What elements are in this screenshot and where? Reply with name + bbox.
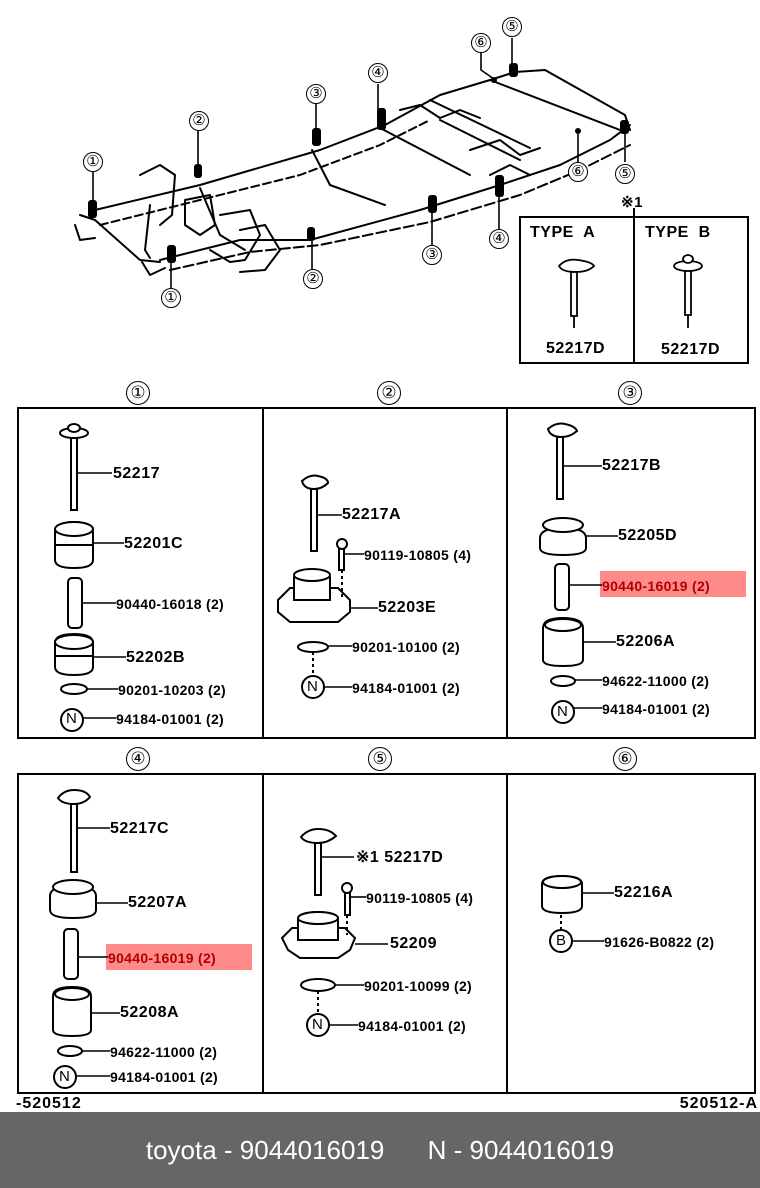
bolt-symbol: B <box>556 932 567 949</box>
part-label[interactable]: 52208A <box>120 1004 180 1021</box>
nut-symbol: N <box>66 710 78 727</box>
callout-4-bottom: ④ <box>489 229 509 249</box>
part-label[interactable]: 52209 <box>390 935 437 952</box>
part-label[interactable]: 52201C <box>124 535 184 552</box>
part-label[interactable]: 90440-16018 (2) <box>116 596 225 612</box>
panel-4-number: ④ <box>126 747 150 771</box>
callout-1-top: ① <box>83 152 103 172</box>
part-label[interactable]: 52217B <box>602 457 662 474</box>
part-label[interactable]: 52217A <box>342 506 402 523</box>
part-label-highlighted[interactable]: 90440-16019 (2) <box>108 950 217 966</box>
part-label[interactable]: 94184-01001 (2) <box>110 1069 219 1085</box>
type-b-part: 52217D <box>661 341 721 358</box>
callout-4-top: ④ <box>368 63 388 83</box>
nut-symbol: N <box>307 678 319 695</box>
part-label[interactable]: 52205D <box>618 527 678 544</box>
callout-6-top: ⑥ <box>471 33 491 53</box>
nut-symbol: N <box>557 703 569 720</box>
callout-2-top: ② <box>189 111 209 131</box>
part-label[interactable]: 90201-10099 (2) <box>364 978 473 994</box>
panel-6-number: ⑥ <box>613 747 637 771</box>
panel-row-1 <box>17 407 756 739</box>
callout-1-bottom: ① <box>161 288 181 308</box>
part-label[interactable]: 91626-B0822 (2) <box>604 934 715 950</box>
part-label[interactable]: 90119-10805 (4) <box>366 890 474 906</box>
part-label[interactable]: 52206A <box>616 633 676 650</box>
panel-2-number: ② <box>377 381 401 405</box>
part-label[interactable]: 52202B <box>126 649 186 666</box>
callout-6-bottom: ⑥ <box>568 162 588 182</box>
panel-3-number: ③ <box>618 381 642 405</box>
callout-5-bottom: ⑤ <box>615 164 635 184</box>
highlight-panel-4 <box>106 944 252 970</box>
footer-n-part: N - 9044016019 <box>427 1135 615 1165</box>
parts-drawings <box>49 422 618 1089</box>
part-label[interactable]: 90119-10805 (4) <box>364 547 472 563</box>
panel-row-2 <box>17 773 756 1094</box>
panel-1-number: ① <box>126 381 150 405</box>
type-a-part: 52217D <box>546 340 606 357</box>
callout-3-bottom: ③ <box>422 245 442 265</box>
callout-5-top: ⑤ <box>502 17 522 37</box>
part-label-highlighted[interactable]: 90440-16019 (2) <box>602 578 711 594</box>
diagram-code-left: -520512 <box>16 1095 82 1112</box>
panel-divider <box>506 407 508 739</box>
panel-divider <box>506 773 508 1094</box>
part-label[interactable]: 94622-11000 (2) <box>110 1044 218 1060</box>
part-label[interactable]: 90201-10100 (2) <box>352 639 461 655</box>
nut-symbol: N <box>59 1068 71 1085</box>
type-box-note: ※1 <box>621 194 643 211</box>
part-label[interactable]: 94184-01001 (2) <box>352 680 461 696</box>
nut-symbol: N <box>312 1016 324 1033</box>
part-label[interactable]: ※1 52217D <box>356 849 444 866</box>
part-label[interactable]: 52207A <box>128 894 188 911</box>
footer-brand-part: toyota - 9044016019 <box>145 1135 385 1165</box>
part-label[interactable]: 94184-01001 (2) <box>602 701 711 717</box>
type-a-title: TYPE A <box>530 224 596 241</box>
frame-overview-drawing <box>74 38 749 364</box>
part-label[interactable]: 94184-01001 (2) <box>358 1018 467 1034</box>
part-label[interactable]: 90201-10203 (2) <box>118 682 227 698</box>
highlight-panel-3 <box>600 571 746 597</box>
part-label[interactable]: 52216A <box>614 884 674 901</box>
part-label[interactable]: 94622-11000 (2) <box>602 673 710 689</box>
panel-divider <box>262 407 264 739</box>
callout-3-top: ③ <box>306 84 326 104</box>
type-b-title: TYPE B <box>645 224 711 241</box>
diagram-code-right: 520512-A <box>679 1095 758 1112</box>
panel-divider <box>262 773 264 1094</box>
panel-5-number: ⑤ <box>368 747 392 771</box>
part-label[interactable]: 52217 <box>113 465 160 482</box>
part-label[interactable]: 52203E <box>378 599 437 616</box>
footer-bar: toyota - 9044016019 N - 9044016019 <box>0 1112 760 1188</box>
part-label[interactable]: 52217C <box>110 820 170 837</box>
part-label[interactable]: 94184-01001 (2) <box>116 711 225 727</box>
callout-2-bottom: ② <box>303 269 323 289</box>
